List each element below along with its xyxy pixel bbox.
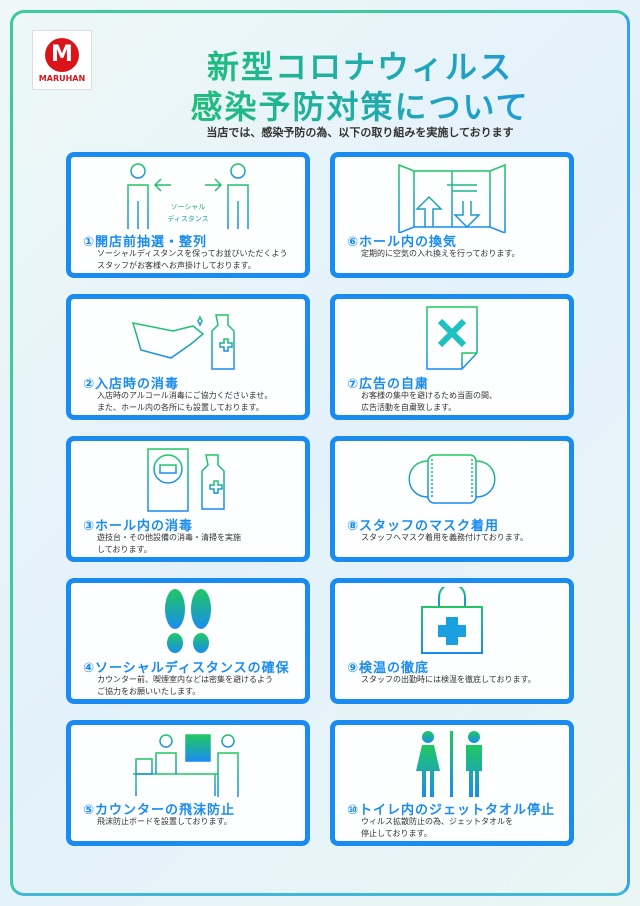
- svg-text:ソーシャル: ソーシャル: [171, 203, 206, 211]
- card-description: スタッフの出勤時には検温を徹底しております。: [361, 675, 536, 684]
- card-description: ウィルス拡散防止の為、ジェットタオルを 停止しております。: [361, 817, 513, 838]
- title-line2: 感染予防対策について: [100, 82, 620, 128]
- card-title: ⑩トイレ内のジェットタオル停止: [347, 803, 556, 818]
- card-9: ⑨検温の徹底 スタッフの出勤時には検温を徹底しております。: [330, 578, 574, 704]
- counter-shield-icon: [133, 734, 239, 797]
- card-description: 飛沫防止ボードを設置しております。: [97, 817, 232, 826]
- logo-mark: M: [45, 37, 79, 72]
- card-title: ⑨検温の徹底: [347, 661, 430, 676]
- svg-text:ディスタンス: ディスタンス: [167, 214, 208, 223]
- card-2: ②入店時の消毒 入店時のアルコール消毒にご協力くださいませ。 また、ホール内の各…: [66, 294, 310, 420]
- mask-icon: [408, 454, 496, 504]
- card-description: 定期的に空気の入れ換えを行っております。: [361, 249, 520, 258]
- card-4: ④ソーシャルディスタンスの確保 カウンター前、喫煙室内などは密集を避けるよう ご…: [66, 578, 310, 704]
- card-description: 入店時のアルコール消毒にご協力くださいませ。 また、ホール内の各所にも設置してお…: [97, 391, 273, 412]
- card-description: スタッフへマスク着用を義務付けております。: [361, 533, 528, 542]
- card-title: ③ホール内の消毒: [83, 519, 194, 534]
- social-distance-icon: ソーシャルディスタンス: [127, 163, 249, 229]
- ventilation-icon: [398, 163, 506, 233]
- card-6: ⑥ホール内の換気 定期的に空気の入れ換えを行っております。: [330, 152, 574, 278]
- card-description: 遊技台・その他設備の消毒・清掃を実施 しております。: [97, 533, 241, 554]
- card-title: ②入店時の消毒: [83, 377, 180, 392]
- card-3: ③ホール内の消毒 遊技台・その他設備の消毒・清掃を実施 しております。: [66, 436, 310, 562]
- card-title: ⑤カウンターの飛沫防止: [83, 803, 236, 818]
- footprints-icon: [165, 589, 211, 653]
- poster-frame: [10, 10, 630, 896]
- card-title: ⑧スタッフのマスク着用: [347, 519, 500, 534]
- card-5: ⑤カウンターの飛沫防止 飛沫防止ボードを設置しております。: [66, 720, 310, 846]
- card-7: ⑦広告の自粛 お客様の集中を避けるため当面の間、 広告活動を自粛致します。: [330, 294, 574, 420]
- card-description: お客様の集中を避けるため当面の間、 広告活動を自粛致します。: [361, 391, 497, 412]
- card-title: ⑦広告の自粛: [347, 377, 430, 392]
- medical-kit-icon: [421, 587, 483, 654]
- card-8: ⑧スタッフのマスク着用 スタッフへマスク着用を義務付けております。: [330, 436, 574, 562]
- card-title: ④ソーシャルディスタンスの確保: [83, 661, 290, 676]
- card-description: カウンター前、喫煙室内などは密集を避けるよう ご協力をお願いいたします。: [97, 675, 273, 696]
- restroom-icon: [416, 731, 482, 797]
- card-title: ①開店前抽選・整列: [83, 235, 208, 250]
- card-title: ⑥ホール内の換気: [347, 235, 458, 250]
- card-description: ソーシャルディスタンスを保ってお並びいただくよう スタッフがお客様へお声掛けして…: [97, 249, 288, 270]
- title-line1: 新型コロナウィルス: [100, 42, 620, 88]
- logo-text: MARUHAN: [38, 73, 86, 83]
- card-1: ソーシャルディスタンス ①開店前抽選・整列 ソーシャルディスタンスを保ってお並び…: [66, 152, 310, 278]
- no-flyer-icon: [426, 306, 478, 370]
- hand-sanitizer-icon: [131, 314, 235, 370]
- card-10: ⑩トイレ内のジェットタオル停止 ウィルス拡散防止の為、ジェットタオルを 停止して…: [330, 720, 574, 846]
- machine-disinfect-icon: [147, 448, 225, 512]
- subtitle: 当店では、感染予防の為、以下の取り組みを実施しております: [206, 126, 514, 139]
